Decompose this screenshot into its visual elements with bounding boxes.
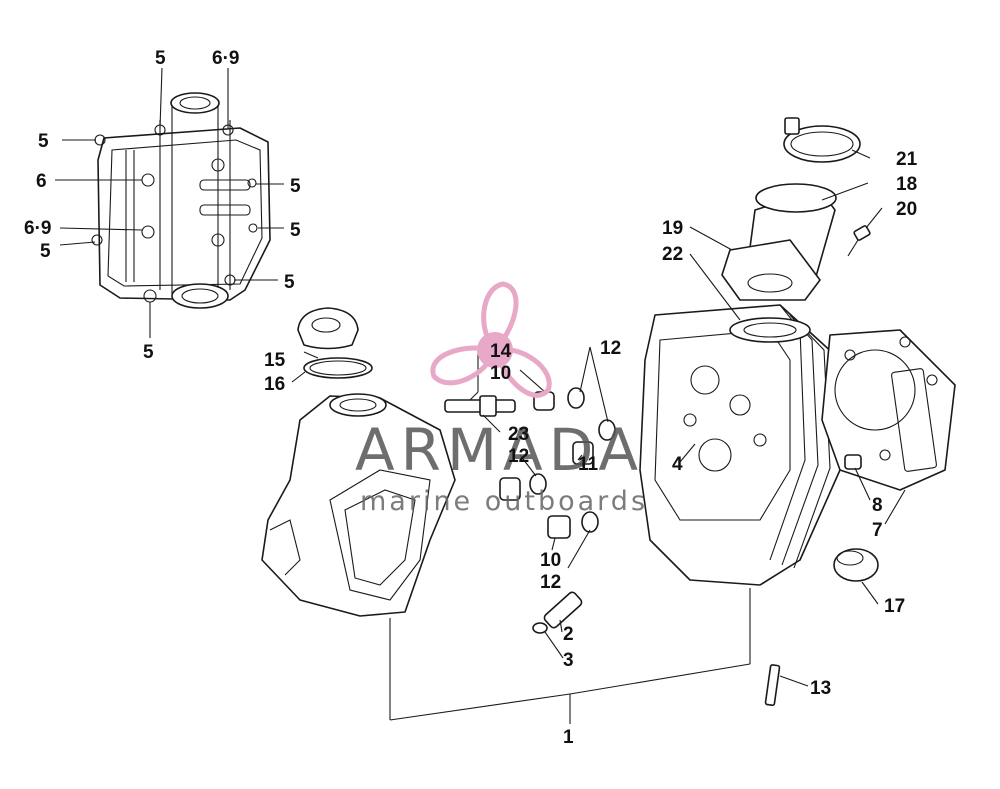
propeller-blade xyxy=(491,346,552,398)
armada-watermark: ARMADA marine outboards xyxy=(355,281,648,517)
callout-5: 5 xyxy=(38,131,49,152)
callouts: 5 6·9 5 6 6·9 5 5 5 5 5 15 16 14 10 12 2… xyxy=(24,48,918,748)
callout-1: 1 xyxy=(563,727,574,748)
propeller-blade xyxy=(430,345,499,386)
callout-4: 4 xyxy=(672,454,683,475)
callout-21: 21 xyxy=(896,149,918,170)
propeller-logo xyxy=(430,281,552,398)
callout-19: 19 xyxy=(662,218,683,239)
callout-5: 5 xyxy=(40,241,51,262)
callout-12: 12 xyxy=(540,572,561,593)
callout-5: 5 xyxy=(284,272,295,293)
propeller-blade xyxy=(481,281,519,354)
callout-13: 13 xyxy=(810,678,831,699)
callout-16: 16 xyxy=(264,374,285,395)
callout-8: 8 xyxy=(872,495,883,516)
callout-15: 15 xyxy=(264,350,286,371)
sealing-cap xyxy=(833,548,879,582)
callout-6-9: 6·9 xyxy=(24,218,51,239)
intake-gasket xyxy=(729,317,811,343)
cap-nut-lower xyxy=(547,515,571,539)
callout-5: 5 xyxy=(143,342,154,363)
cap-nut-mid xyxy=(499,477,521,501)
dowel-pin xyxy=(844,454,862,470)
bolt xyxy=(847,225,871,257)
callout-22: 22 xyxy=(662,244,683,265)
callout-5: 5 xyxy=(290,220,301,241)
callout-20: 20 xyxy=(896,199,917,220)
head-gasket xyxy=(821,329,956,491)
cylinder-head-cover xyxy=(261,393,456,617)
callout-2: 2 xyxy=(563,624,574,645)
callout-12: 12 xyxy=(600,338,621,359)
callout-10: 10 xyxy=(540,550,561,571)
cylinder-head xyxy=(639,304,841,586)
fitting xyxy=(444,395,516,417)
valve-guide xyxy=(543,591,583,629)
callout-14: 14 xyxy=(490,341,512,362)
callout-23: 23 xyxy=(508,424,529,445)
callout-5: 5 xyxy=(290,176,301,197)
watermark-tagline: marine outboards xyxy=(360,486,648,517)
hose-clamp xyxy=(783,117,861,163)
callout-7: 7 xyxy=(872,520,883,541)
callout-3: 3 xyxy=(563,650,574,671)
propeller-hub xyxy=(477,332,513,368)
callout-11: 11 xyxy=(578,454,599,475)
callout-5: 5 xyxy=(155,48,166,69)
head-cover-top-view xyxy=(91,92,271,309)
callout-18: 18 xyxy=(896,174,917,195)
callout-6-9: 6·9 xyxy=(212,48,239,69)
washer-upper xyxy=(567,387,585,409)
circlip xyxy=(532,622,548,634)
o-ring xyxy=(303,357,373,379)
washer-left xyxy=(529,473,547,495)
leader-lines xyxy=(55,67,906,724)
callout-12: 12 xyxy=(508,446,529,467)
callout-6: 6 xyxy=(36,171,47,192)
filler-plug xyxy=(297,307,359,350)
watermark-brand: ARMADA xyxy=(355,416,644,484)
washer-lower xyxy=(581,511,599,533)
callout-10: 10 xyxy=(490,363,511,384)
cap-nut-11 xyxy=(572,441,594,465)
stud-bolt xyxy=(764,664,781,707)
callout-17: 17 xyxy=(884,596,905,617)
intake-pipe xyxy=(721,183,837,301)
